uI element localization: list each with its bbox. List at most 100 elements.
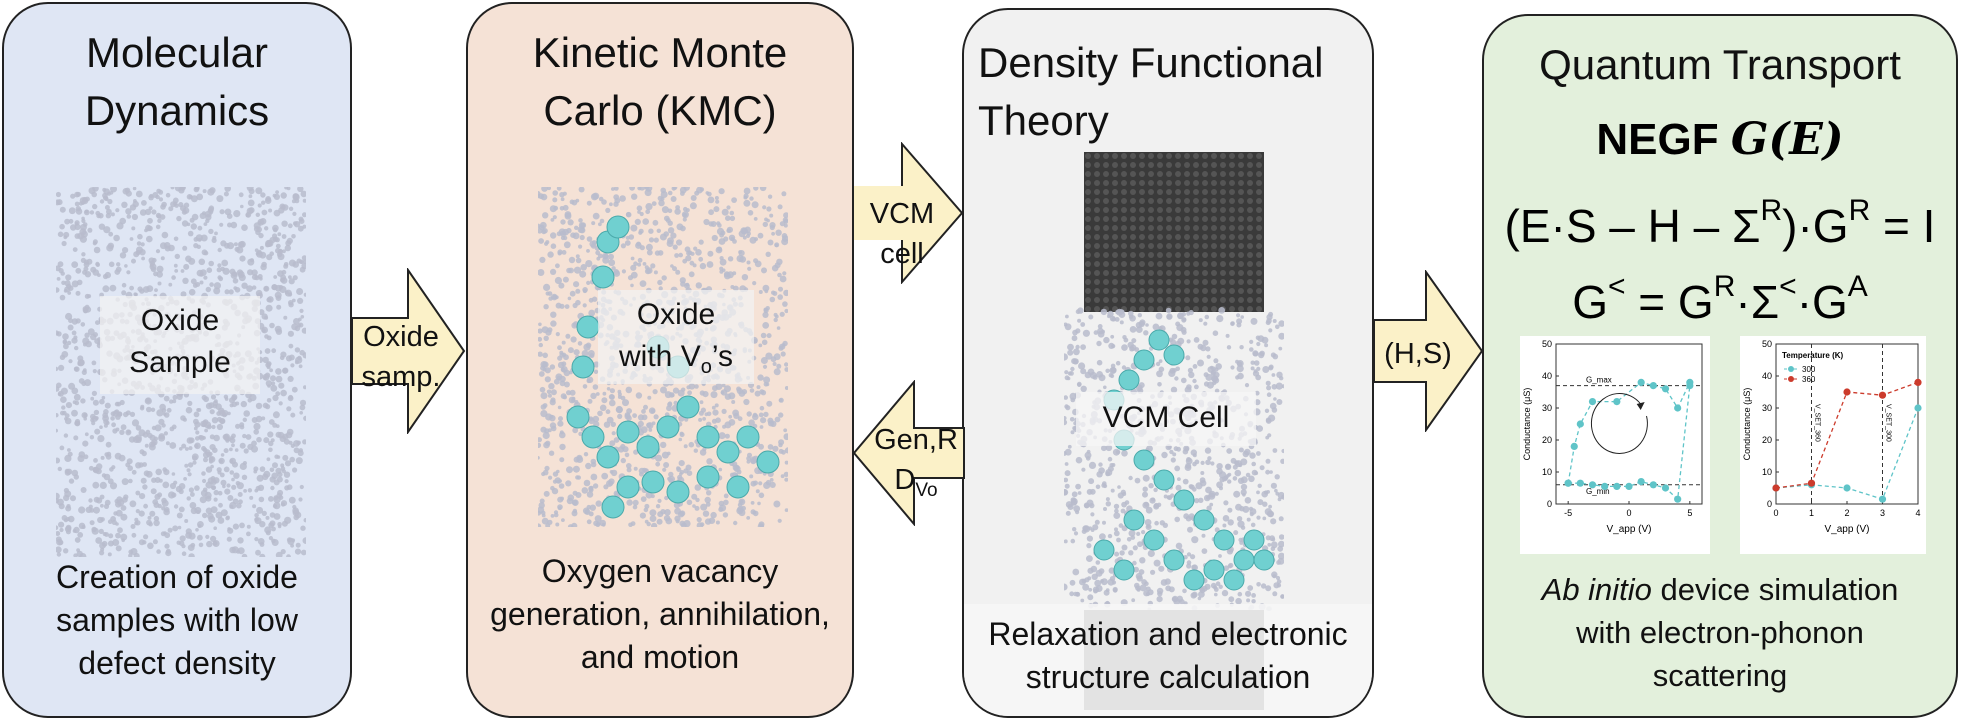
oxide-atom — [1205, 486, 1212, 494]
oxide-atom — [774, 314, 779, 319]
oxide-atom — [648, 428, 653, 432]
oxide-atom — [1174, 516, 1180, 523]
oxide-atom — [759, 425, 764, 429]
oxide-atom — [675, 205, 680, 210]
oxide-atom — [225, 516, 230, 521]
oxide-atom — [672, 266, 677, 272]
eq2-sup2: R — [1713, 270, 1736, 303]
electrode-atom — [1085, 243, 1091, 249]
oxide-atom — [769, 296, 776, 303]
oxide-atom — [557, 506, 562, 511]
oxide-atom — [143, 534, 149, 540]
oxide-atom — [740, 227, 748, 235]
electrode-atom — [1256, 189, 1262, 195]
oxide-atom — [1105, 501, 1111, 507]
oxide-atom — [625, 211, 632, 218]
electrode-atom — [1238, 189, 1244, 195]
oxide-atom — [239, 522, 245, 529]
vacancy-atom — [616, 420, 640, 444]
electrode-atom — [1220, 180, 1226, 186]
oxide-atom — [171, 275, 176, 280]
oxide-atom — [76, 279, 83, 286]
oxide-atom — [590, 243, 597, 249]
oxide-atom — [603, 253, 609, 259]
oxide-atom — [142, 540, 147, 545]
oxide-atom — [115, 208, 120, 213]
oxide-atom — [206, 540, 213, 548]
oxide-atom — [1277, 557, 1284, 565]
oxide-atom — [252, 285, 257, 290]
oxide-atom — [1210, 582, 1217, 589]
oxide-atom — [230, 221, 238, 229]
oxide-atom — [300, 549, 306, 556]
oxide-atom — [247, 269, 254, 276]
oxide-atom — [721, 383, 726, 388]
oxide-atom — [158, 197, 164, 202]
oxide-atom — [1281, 494, 1284, 500]
electrode-atom — [1139, 288, 1145, 294]
oxide-atom — [550, 232, 557, 239]
oxide-atom — [233, 472, 240, 479]
oxide-atom — [56, 428, 58, 433]
oxide-atom — [1077, 318, 1082, 323]
oxide-atom — [1136, 531, 1141, 536]
oxide-atom — [749, 388, 755, 393]
oxide-atom — [626, 499, 633, 506]
oxide-atom — [632, 504, 638, 510]
oxide-atom — [205, 218, 210, 224]
oxide-atom — [75, 290, 81, 296]
electrode-atom — [1193, 297, 1199, 303]
electrode-atom — [1175, 225, 1181, 231]
oxide-atom — [613, 187, 619, 191]
oxide-atom — [231, 477, 235, 482]
oxide-atom — [1235, 460, 1242, 468]
oxide-atom — [557, 251, 562, 256]
oxide-atom — [1090, 512, 1095, 517]
oxide-atom — [1105, 444, 1113, 452]
electrode-atom — [1148, 198, 1154, 204]
oxide-atom — [206, 424, 212, 430]
oxide-atom — [572, 508, 578, 514]
oxide-atom — [102, 285, 110, 293]
vacancy-atom — [596, 445, 620, 469]
oxide-atom — [694, 505, 700, 511]
oxide-atom — [300, 525, 306, 531]
oxide-atom — [767, 420, 775, 427]
oxide-atom — [753, 480, 758, 486]
oxide-atom — [633, 466, 638, 471]
oxide-atom — [1249, 339, 1254, 344]
electrode-atom — [1130, 162, 1136, 168]
oxide-atom — [56, 546, 62, 553]
oxide-atom — [268, 440, 274, 447]
oxide-atom — [710, 391, 718, 399]
oxide-atom — [1112, 448, 1120, 456]
oxide-atom — [105, 441, 112, 448]
oxide-atom — [140, 242, 145, 247]
qt-caption-line2: with electron-phonon — [1576, 615, 1864, 650]
oxide-atom — [611, 431, 616, 436]
oxide-atom — [187, 400, 193, 406]
eq2-lhs: G — [1572, 276, 1608, 328]
oxide-atom — [1240, 315, 1244, 319]
electrode-atom — [1130, 297, 1136, 303]
oxide-atom — [1156, 587, 1164, 595]
oxide-atom — [1064, 462, 1069, 466]
oxide-atom — [624, 240, 631, 246]
dft-to-kmc-label: Gen,R DVo — [868, 420, 964, 511]
oxide-atom — [637, 262, 642, 267]
oxide-atom — [274, 325, 282, 333]
electrode-atom — [1202, 198, 1208, 204]
electrode-atom — [1229, 162, 1235, 168]
kmc-title-line2: Carlo (KMC) — [543, 87, 777, 134]
oxide-atom — [1092, 374, 1098, 380]
oxide-atom — [208, 260, 214, 267]
electrode-atom — [1193, 153, 1199, 159]
hysteresis-loop-arrow — [1590, 393, 1648, 454]
electrode-atom — [1184, 207, 1190, 213]
oxide-atom — [550, 243, 557, 249]
oxide-atom — [202, 189, 207, 194]
y-axis-label: Conductance (μS) — [1522, 388, 1532, 461]
electrode-atom — [1238, 216, 1244, 222]
oxide-atom — [187, 472, 192, 477]
oxide-atom — [750, 509, 756, 515]
